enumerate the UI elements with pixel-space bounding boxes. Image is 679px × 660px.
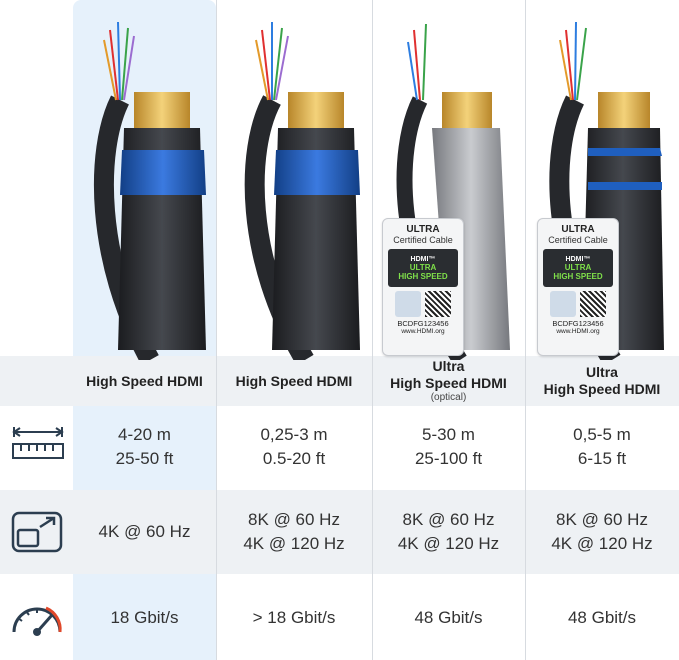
resolution-2: 4K @ 120 Hz: [551, 534, 653, 553]
cable-2: [244, 22, 360, 360]
cert-codes: [550, 291, 606, 317]
resolution-1: 8K @ 60 Hz: [248, 510, 340, 529]
resolution-row-band: [0, 490, 679, 574]
qr-code-icon: [425, 291, 451, 317]
cert-ultra: ULTRA: [406, 224, 440, 235]
resolution-cell: 8K @ 60 Hz 4K @ 120 Hz: [525, 490, 679, 574]
resolution-1: 4K @ 60 Hz: [98, 522, 191, 541]
column-divider: [525, 0, 526, 660]
speed-value: 48 Gbit/s: [567, 608, 637, 627]
length-ft: 25-100 ft: [414, 449, 483, 468]
cert-ultra: ULTRA: [561, 224, 595, 235]
cert-ultra-green: ULTRA: [564, 262, 592, 272]
resolution-cell: 4K @ 60 Hz: [73, 490, 216, 574]
column-name: High Speed HDMI: [86, 372, 203, 389]
column-header: Ultra High Speed HDMI: [525, 356, 679, 406]
length-cell: 4-20 m 25-50 ft: [73, 420, 216, 474]
length-ft: 6-15 ft: [577, 449, 627, 468]
speed-cell: 48 Gbit/s: [525, 592, 679, 644]
cert-high-speed: HIGH SPEED: [398, 271, 448, 281]
cert-certified: Certified Cable: [548, 235, 608, 245]
column-name-line1: Ultra: [432, 358, 465, 374]
column-header: High Speed HDMI: [216, 356, 372, 406]
header-row-band: [0, 356, 679, 406]
resolution-screen-icon: [11, 511, 63, 553]
column-name-line2: High Speed HDMI: [543, 381, 661, 397]
cert-high-speed: HIGH SPEED: [553, 271, 603, 281]
cert-code: BCDFG123456: [552, 319, 604, 328]
speedometer-icon: [12, 606, 62, 636]
column-name-line1: Ultra: [586, 364, 618, 380]
column-name-line2: High Speed HDMI: [390, 375, 507, 391]
cert-hdmi: HDMI™: [410, 255, 436, 263]
shield-icon: [395, 291, 421, 317]
resolution-1: 8K @ 60 Hz: [556, 510, 648, 529]
cert-url: www.HDMI.org: [401, 328, 445, 335]
cert-ultra-green: ULTRA: [409, 262, 437, 272]
cable-1: [93, 21, 206, 360]
speed-value: 18 Gbit/s: [110, 608, 179, 627]
certification-label: ULTRA Certified Cable HDMI™ ULTRA HIGH S…: [537, 218, 619, 356]
cert-hdmi-panel: HDMI™ ULTRA HIGH SPEED: [543, 249, 613, 287]
resolution-2: 4K @ 120 Hz: [397, 534, 500, 553]
column-header: High Speed HDMI: [73, 356, 216, 406]
speed-cell: 18 Gbit/s: [73, 592, 216, 644]
length-cell: 5-30 m 25-100 ft: [372, 420, 525, 474]
resolution-1: 8K @ 60 Hz: [402, 510, 495, 529]
cert-hdmi: HDMI™: [565, 255, 591, 263]
resolution-2: 4K @ 120 Hz: [243, 534, 345, 553]
column-name: High Speed HDMI: [235, 372, 353, 389]
certification-label: ULTRA Certified Cable HDMI™ ULTRA HIGH S…: [382, 218, 464, 356]
speed-value: 48 Gbit/s: [414, 608, 483, 627]
length-m: 4-20 m: [118, 425, 171, 444]
cert-codes: [395, 291, 451, 317]
shield-icon: [550, 291, 576, 317]
cert-code: BCDFG123456: [397, 319, 449, 328]
length-m: 0,5-5 m: [573, 425, 631, 444]
length-cell: 0,5-5 m 6-15 ft: [525, 420, 679, 474]
column-divider: [216, 0, 217, 660]
column-divider: [372, 0, 373, 660]
resolution-cell: 8K @ 60 Hz 4K @ 120 Hz: [372, 490, 525, 574]
length-ft: 0.5-20 ft: [262, 449, 326, 468]
cert-hdmi-panel: HDMI™ ULTRA HIGH SPEED: [388, 249, 458, 287]
cables-illustration: [93, 21, 664, 360]
column-name-sub: (optical): [430, 392, 467, 403]
speed-value: > 18 Gbit/s: [252, 608, 336, 627]
cert-url: www.HDMI.org: [556, 328, 600, 335]
qr-code-icon: [580, 291, 606, 317]
length-cell: 0,25-3 m 0.5-20 ft: [216, 420, 372, 474]
column-header: Ultra High Speed HDMI (optical): [372, 356, 525, 406]
length-m: 5-30 m: [422, 425, 475, 444]
length-m: 0,25-3 m: [260, 425, 328, 444]
resolution-cell: 8K @ 60 Hz 4K @ 120 Hz: [216, 490, 372, 574]
length-ruler-icon: [12, 427, 64, 459]
cert-certified: Certified Cable: [393, 235, 453, 245]
speed-cell: 48 Gbit/s: [372, 592, 525, 644]
speed-cell: > 18 Gbit/s: [216, 592, 372, 644]
length-ft: 25-50 ft: [115, 449, 174, 468]
